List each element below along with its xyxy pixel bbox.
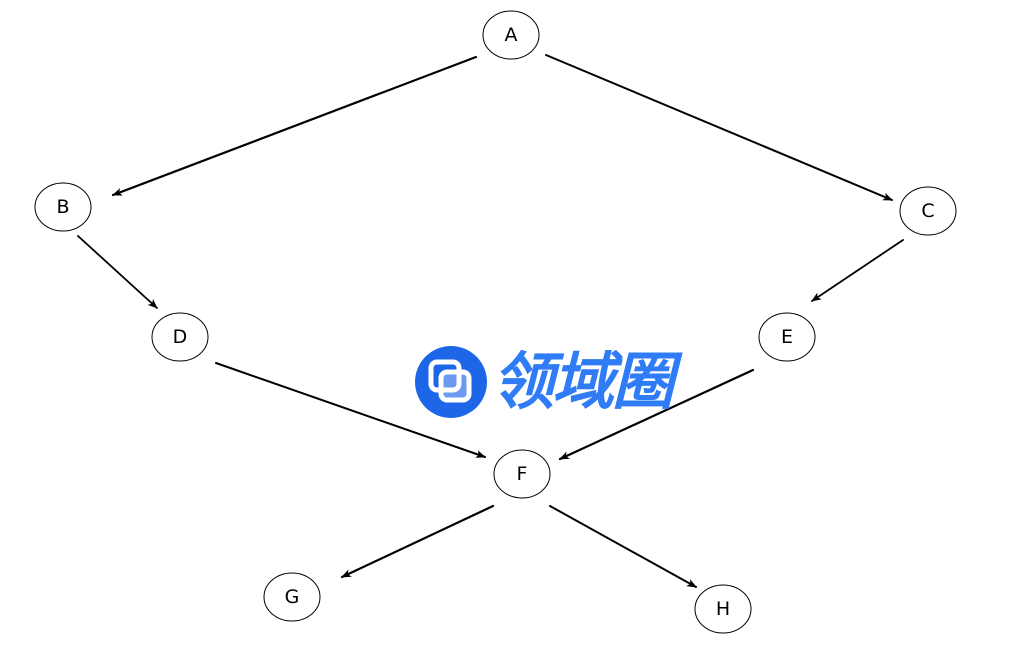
node-ellipse	[694, 584, 752, 634]
node-label: B	[56, 196, 69, 218]
edge-f-to-g	[340, 504, 495, 579]
edge-a-to-b	[111, 55, 478, 197]
node-label: C	[921, 200, 934, 222]
node-h: H	[694, 584, 752, 634]
node-g: G	[263, 572, 321, 622]
node-c: C	[899, 186, 957, 236]
edges-layer	[77, 54, 904, 588]
node-label: F	[517, 463, 528, 485]
nodes-layer: A B C D E F G H	[34, 10, 957, 634]
node-label: D	[173, 326, 188, 348]
node-label: A	[505, 24, 518, 46]
node-ellipse	[482, 10, 540, 60]
node-ellipse	[151, 312, 209, 362]
node-d: D	[151, 312, 209, 362]
node-ellipse	[34, 182, 92, 232]
edge-f-to-h	[549, 505, 697, 588]
edge-c-to-e	[811, 239, 904, 302]
node-ellipse	[263, 572, 321, 622]
node-ellipse	[758, 312, 816, 362]
node-a: A	[482, 10, 540, 60]
node-b: B	[34, 182, 92, 232]
edge-b-to-d	[77, 235, 158, 309]
node-ellipse	[899, 186, 957, 236]
edge-e-to-f	[558, 368, 755, 461]
node-label: G	[285, 586, 300, 608]
node-f: F	[493, 449, 551, 499]
edge-d-to-f	[215, 362, 486, 458]
edge-a-to-c	[545, 54, 893, 201]
node-label: E	[781, 326, 793, 348]
node-label: H	[716, 598, 730, 620]
node-ellipse	[493, 449, 551, 499]
node-e: E	[758, 312, 816, 362]
